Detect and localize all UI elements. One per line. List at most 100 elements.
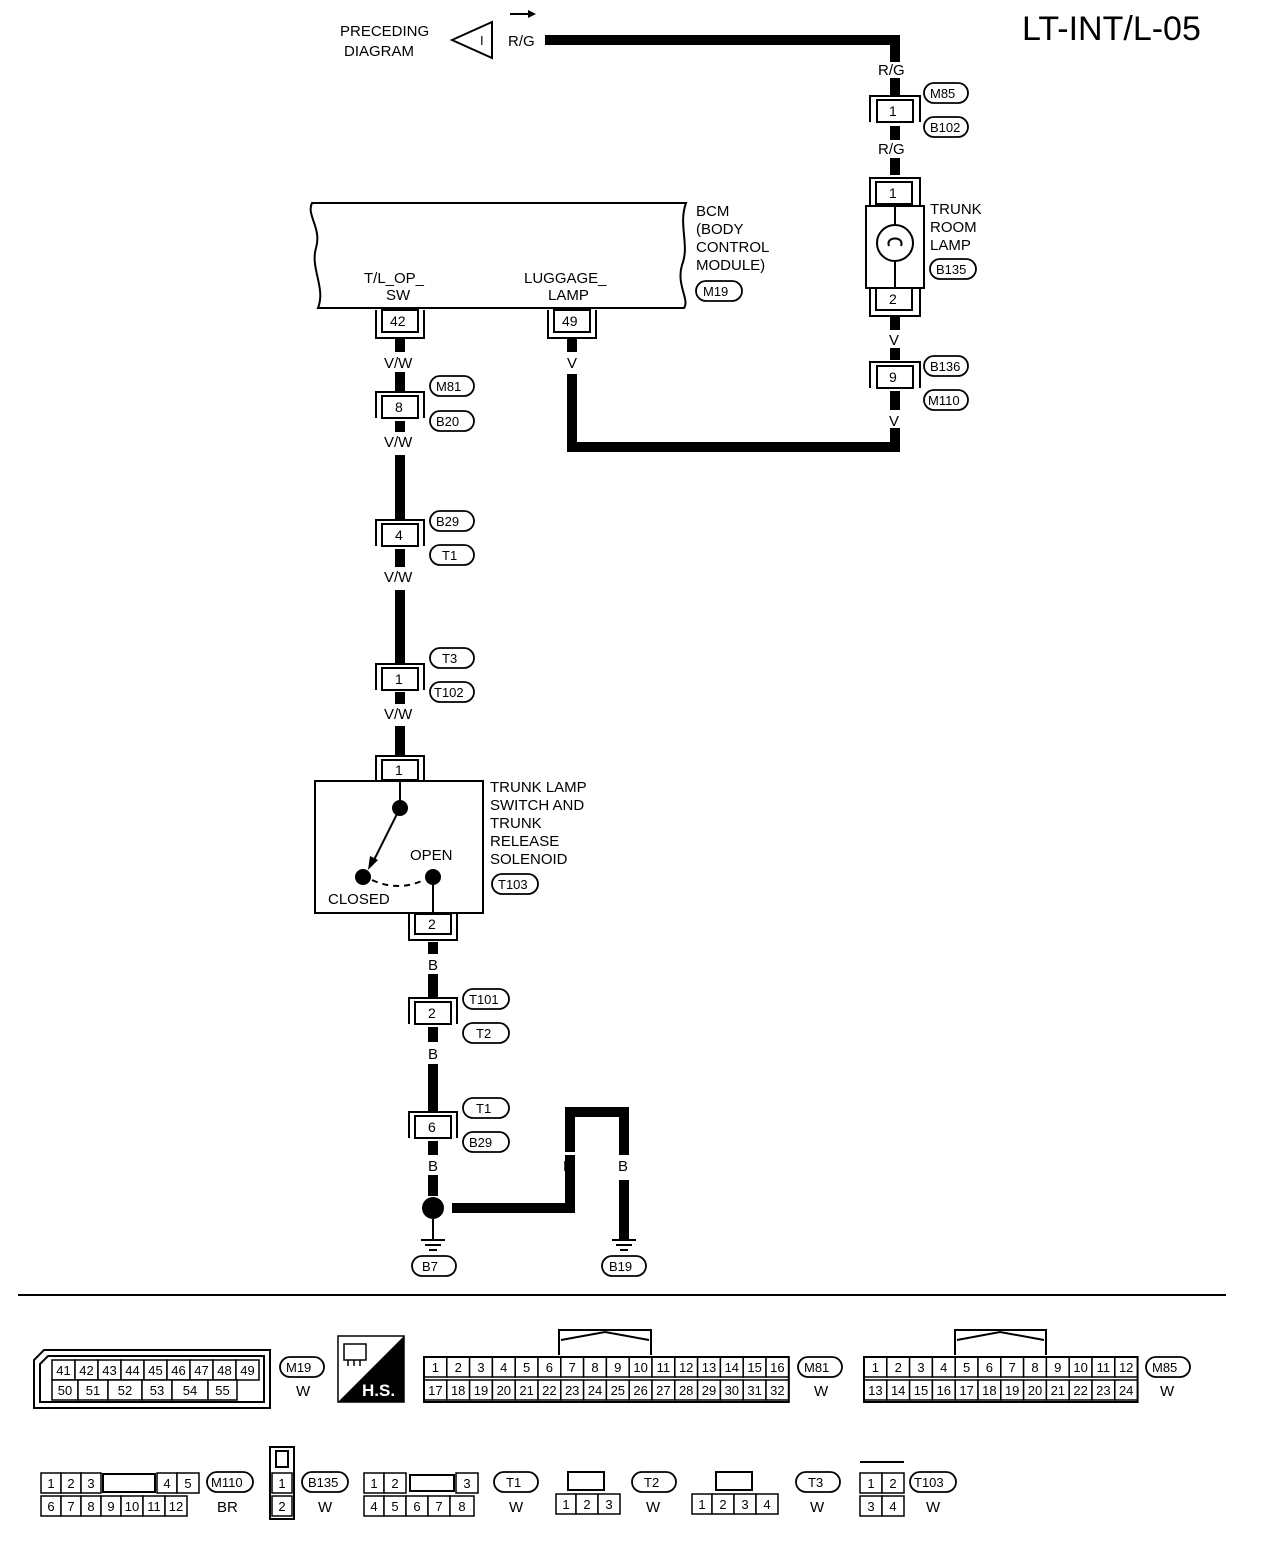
m85-pin-19: 19 [1005, 1383, 1019, 1398]
bcm-name-2: (BODY [696, 221, 744, 238]
m85-pin-22: 22 [1073, 1383, 1087, 1398]
m19-pin-50: 50 [58, 1383, 72, 1398]
svg-text:M110: M110 [928, 393, 960, 408]
m110-pin-6: 6 [47, 1499, 54, 1514]
switch-name-4: RELEASE [490, 833, 559, 850]
t1-pin-2: 2 [391, 1476, 398, 1491]
grounds: B7 B19 [411, 1197, 647, 1277]
conn-m85-id: M85 [1152, 1360, 1177, 1375]
t1-pin-6: 6 [413, 1499, 420, 1514]
t3-pin-1: 1 [698, 1497, 705, 1512]
wire-color-vw-3: V/W [384, 569, 413, 586]
lamp-pin-2: 2 [889, 291, 897, 307]
conn-t3-color: W [810, 1499, 825, 1516]
wire-color-vw-2: V/W [384, 434, 413, 451]
m19-pin-54: 54 [183, 1383, 197, 1398]
m85-pin-6: 6 [986, 1360, 993, 1375]
wire-color-vw-4: V/W [384, 706, 413, 723]
t103-pin-3: 3 [867, 1499, 874, 1514]
switch-connector-id: T103 [498, 877, 528, 892]
conn-m110-id: M110 [211, 1475, 243, 1490]
b135-pin-1: 1 [278, 1476, 285, 1491]
bcm-pin-42: 42 [390, 313, 406, 329]
joint-connectors: 1 M85 B102 9 B136 M110 8 M81 B20 [375, 82, 969, 1153]
m81-pin-8: 8 [591, 1360, 598, 1375]
m110-pin-4: 4 [163, 1476, 170, 1491]
m110-pin-1: 1 [47, 1476, 54, 1491]
m81-pin-31: 31 [747, 1383, 761, 1398]
bcm-name-1: BCM [696, 203, 729, 220]
m81-pin-18: 18 [451, 1383, 465, 1398]
m81-pin-20: 20 [497, 1383, 511, 1398]
lamp-name-2: ROOM [930, 219, 977, 236]
m19-pin-44: 44 [125, 1363, 139, 1378]
wire-color-v-2: V [889, 413, 899, 430]
m85-pin-16: 16 [937, 1383, 951, 1398]
m85-pin-11: 11 [1097, 1360, 1111, 1375]
m81-pin-9: 9 [614, 1360, 621, 1375]
bcm-unit: T/L_OP_ SW LUGGAGE_ LAMP BCM (BODY CONTR… [309, 202, 769, 339]
switch-pin-1: 1 [395, 762, 403, 778]
m85-pin-4: 4 [940, 1360, 947, 1375]
m81-pin-11: 11 [657, 1360, 671, 1375]
m110-pin-2: 2 [67, 1476, 74, 1491]
m85-pin-1: 1 [872, 1360, 879, 1375]
svg-text:T101: T101 [469, 992, 499, 1007]
svg-text:M85: M85 [930, 86, 955, 101]
ground-b19-icon [612, 1239, 636, 1251]
page-code: LT-INT/L-05 [1022, 10, 1201, 48]
switch-pin-2: 2 [428, 916, 436, 932]
switch-closed-contact [355, 869, 371, 885]
t103-pin-2: 2 [889, 1476, 896, 1491]
m110-pin-7: 7 [67, 1499, 74, 1514]
m81-pin-27: 27 [656, 1383, 670, 1398]
m81-pin-32: 32 [770, 1383, 784, 1398]
ground-b7-icon [421, 1239, 445, 1251]
m19-pin-42: 42 [79, 1363, 93, 1378]
svg-text:B136: B136 [930, 359, 960, 374]
splice-dot [422, 1197, 444, 1219]
m85-pin-17: 17 [959, 1383, 973, 1398]
svg-text:T1: T1 [476, 1101, 491, 1116]
wire-color-b-2: B [428, 1046, 438, 1063]
svg-text:T2: T2 [476, 1026, 491, 1041]
m81-pin-17: 17 [428, 1383, 442, 1398]
conn-t1-color: W [509, 1499, 524, 1516]
t1-pin-1: 1 [370, 1476, 377, 1491]
m85-pin-18: 18 [982, 1383, 996, 1398]
bcm-terminal-42-name-1: T/L_OP_ [364, 270, 425, 287]
m85-pin-2: 2 [895, 1360, 902, 1375]
m85-pin-15: 15 [914, 1383, 928, 1398]
trunk-room-lamp: 1 2 TRUNK ROOM LAMP B135 [865, 177, 982, 317]
m110-pin-10: 10 [125, 1499, 139, 1514]
conn-t2-id: T2 [644, 1475, 659, 1490]
bcm-connector-id: M19 [703, 284, 728, 299]
connector-lock-key [409, 1474, 455, 1492]
m81-pin-12: 12 [679, 1360, 693, 1375]
connector-lock-key [102, 1473, 156, 1493]
ground-b7-label: B7 [422, 1259, 438, 1274]
m81-pin-25: 25 [611, 1383, 625, 1398]
ground-b19-label: B19 [609, 1259, 632, 1274]
svg-text:1: 1 [889, 103, 897, 119]
t1-pin-8: 8 [458, 1499, 465, 1514]
m110-pin-8: 8 [87, 1499, 94, 1514]
t1-pin-4: 4 [370, 1499, 377, 1514]
svg-text:M81: M81 [436, 379, 461, 394]
preceding-label-line1: PRECEDING [340, 23, 429, 40]
conn-t103-id: T103 [914, 1475, 944, 1490]
m81-pin-5: 5 [523, 1360, 530, 1375]
conn-t2-color: W [646, 1499, 661, 1516]
wire-color-rg-2: R/G [878, 141, 905, 158]
svg-text:B29: B29 [469, 1135, 492, 1150]
m81-pin-10: 10 [633, 1360, 647, 1375]
connector-lock-key [275, 1450, 289, 1468]
lamp-pin-1: 1 [889, 185, 897, 201]
preceding-arrow-icon [449, 20, 493, 60]
m85-pin-12: 12 [1119, 1360, 1133, 1375]
